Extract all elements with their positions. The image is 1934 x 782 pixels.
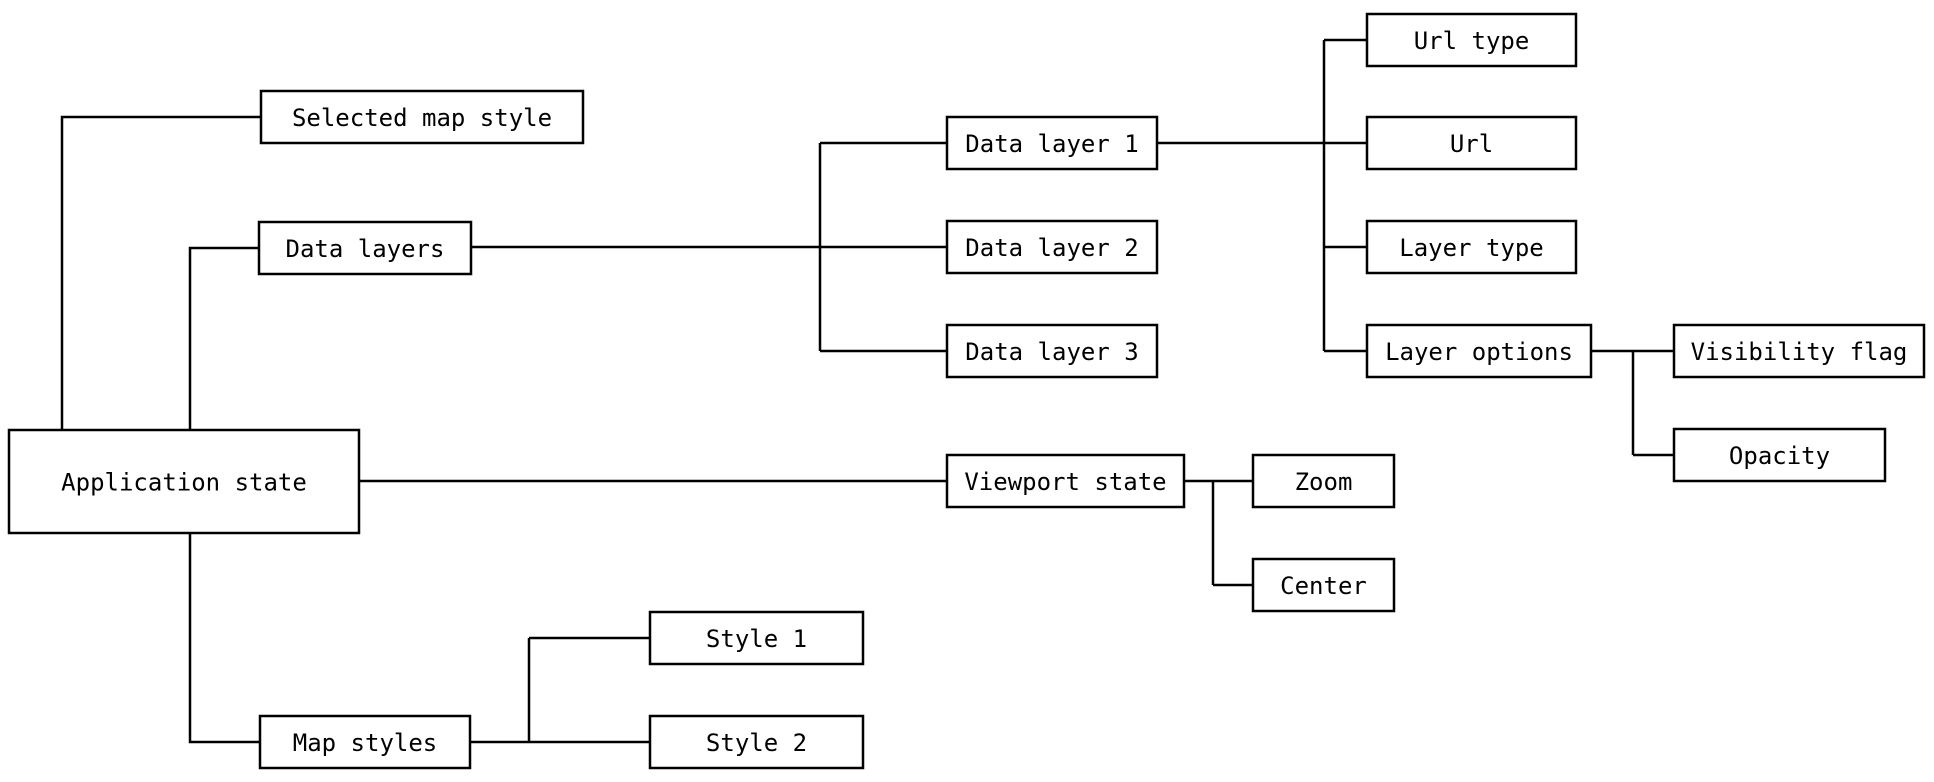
node-data-layers-box[interactable] [257,220,473,276]
node-center-box[interactable] [1251,557,1396,613]
node-map-styles-box[interactable] [258,714,472,770]
edge-application-state-data-layers [188,246,259,430]
node-layer-type-label: Layer type [1399,234,1544,262]
node-viewport-state-label: Viewport state [964,468,1166,496]
node-style-2-box[interactable] [648,714,865,770]
node-opacity-box[interactable] [1672,427,1887,483]
edge-application-state-map-styles [188,533,260,744]
node-data-layer-1-label: Data layer 1 [965,130,1138,158]
node-visibility-flag-label: Visibility flag [1691,338,1908,366]
node-opacity[interactable]: Opacity [1672,427,1887,483]
node-data-layer-1-box[interactable] [945,115,1159,171]
node-map-styles-label: Map styles [293,729,438,757]
node-url-label: Url [1450,130,1493,158]
node-data-layer-3[interactable]: Data layer 3 [945,323,1159,379]
node-style-2[interactable]: Style 2 [648,714,865,770]
node-selected-map-style-label: Selected map style [292,104,552,132]
node-data-layer-2-label: Data layer 2 [965,234,1138,262]
node-url-box[interactable] [1365,115,1578,171]
node-application-state-box[interactable] [7,428,361,535]
node-url-type-label: Url type [1414,27,1530,55]
node-url[interactable]: Url [1365,115,1578,171]
node-style-1-label: Style 1 [706,625,807,653]
node-zoom[interactable]: Zoom [1251,453,1396,509]
node-layer-type-box[interactable] [1365,219,1578,275]
node-data-layer-2-box[interactable] [945,219,1159,275]
node-style-2-label: Style 2 [706,729,807,757]
node-data-layers[interactable]: Data layers [257,220,473,276]
node-zoom-box[interactable] [1251,453,1396,509]
node-data-layer-3-box[interactable] [945,323,1159,379]
edge-application-state-selected-map-style [60,115,261,430]
node-data-layer-3-label: Data layer 3 [965,338,1138,366]
node-data-layers-label: Data layers [286,235,445,263]
node-style-1-box[interactable] [648,610,865,666]
node-layer-options-label: Layer options [1385,338,1573,366]
node-opacity-label: Opacity [1729,442,1830,470]
node-application-state[interactable]: Application state [7,428,361,535]
node-selected-map-style-box[interactable] [259,89,585,145]
node-style-1[interactable]: Style 1 [648,610,865,666]
node-selected-map-style[interactable]: Selected map style [259,89,585,145]
node-data-layer-1[interactable]: Data layer 1 [945,115,1159,171]
node-visibility-flag-box[interactable] [1672,323,1926,379]
node-map-styles[interactable]: Map styles [258,714,472,770]
node-viewport-state-box[interactable] [945,453,1186,509]
node-zoom-label: Zoom [1295,468,1353,496]
node-layer-options[interactable]: Layer options [1365,323,1593,379]
node-center-label: Center [1280,572,1367,600]
node-viewport-state[interactable]: Viewport state [945,453,1186,509]
node-data-layer-2[interactable]: Data layer 2 [945,219,1159,275]
node-layer-type[interactable]: Layer type [1365,219,1578,275]
node-url-type[interactable]: Url type [1365,12,1578,68]
node-application-state-label: Application state [61,469,307,497]
node-url-type-box[interactable] [1365,12,1578,68]
node-center[interactable]: Center [1251,557,1396,613]
node-layer-options-box[interactable] [1365,323,1593,379]
node-visibility-flag[interactable]: Visibility flag [1672,323,1926,379]
